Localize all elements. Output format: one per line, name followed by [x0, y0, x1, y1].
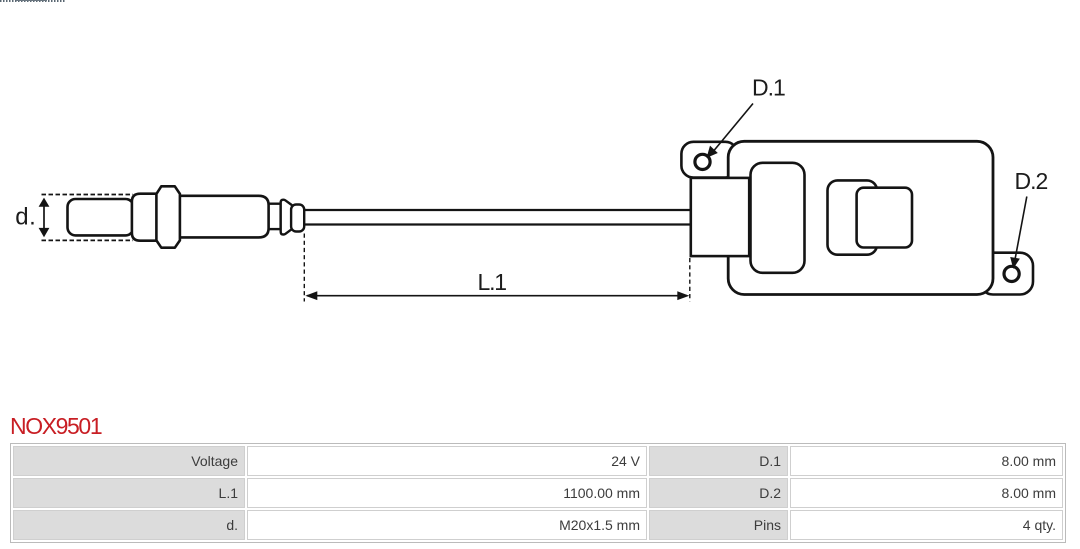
svg-text:L.1: L.1 [478, 269, 507, 295]
svg-text:D.1: D.1 [752, 75, 785, 101]
svg-text:d.: d. [15, 203, 36, 230]
svg-text:D.2: D.2 [1015, 168, 1048, 194]
